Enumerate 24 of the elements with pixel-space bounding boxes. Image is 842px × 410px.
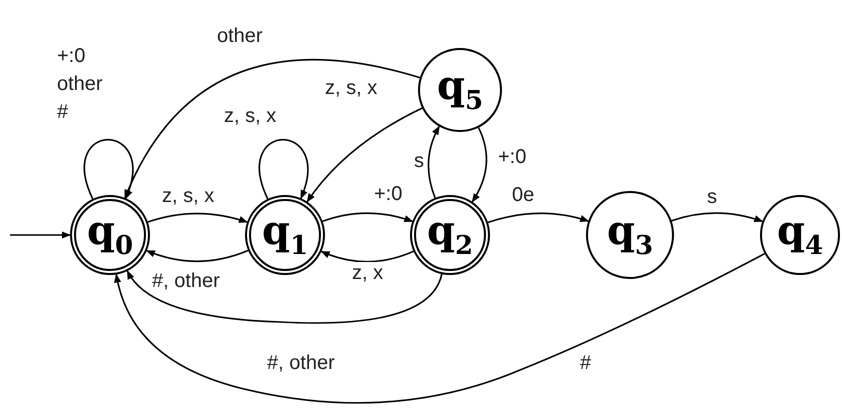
accepting-state-circle: q$_{2}$	[410, 195, 490, 275]
edge-label: #, other	[265, 352, 337, 374]
arrow	[322, 212, 414, 222]
state-circle: q$_{3}$	[586, 191, 674, 279]
arrow	[320, 250, 414, 262]
arrow	[124, 59, 420, 199]
accepting-state-circle: q$_{1}$	[245, 195, 325, 275]
state-circle: q$_{5}$	[418, 48, 502, 132]
arrow	[10, 231, 71, 239]
arrow	[258, 138, 308, 200]
edge-label: #, other	[150, 270, 222, 292]
arrow	[114, 253, 765, 404]
arrow	[671, 212, 764, 222]
arrow	[126, 270, 443, 324]
arrow	[306, 107, 422, 202]
arrow	[428, 126, 440, 198]
arrow	[84, 138, 134, 200]
arrow	[148, 212, 248, 224]
arrow	[472, 127, 488, 203]
arrow	[146, 250, 248, 262]
edge-label: z, x	[350, 262, 386, 284]
state-circle: q$_{4}$	[760, 195, 840, 275]
arrow	[488, 212, 590, 224]
accepting-state-circle: q$_{0}$	[70, 195, 150, 275]
